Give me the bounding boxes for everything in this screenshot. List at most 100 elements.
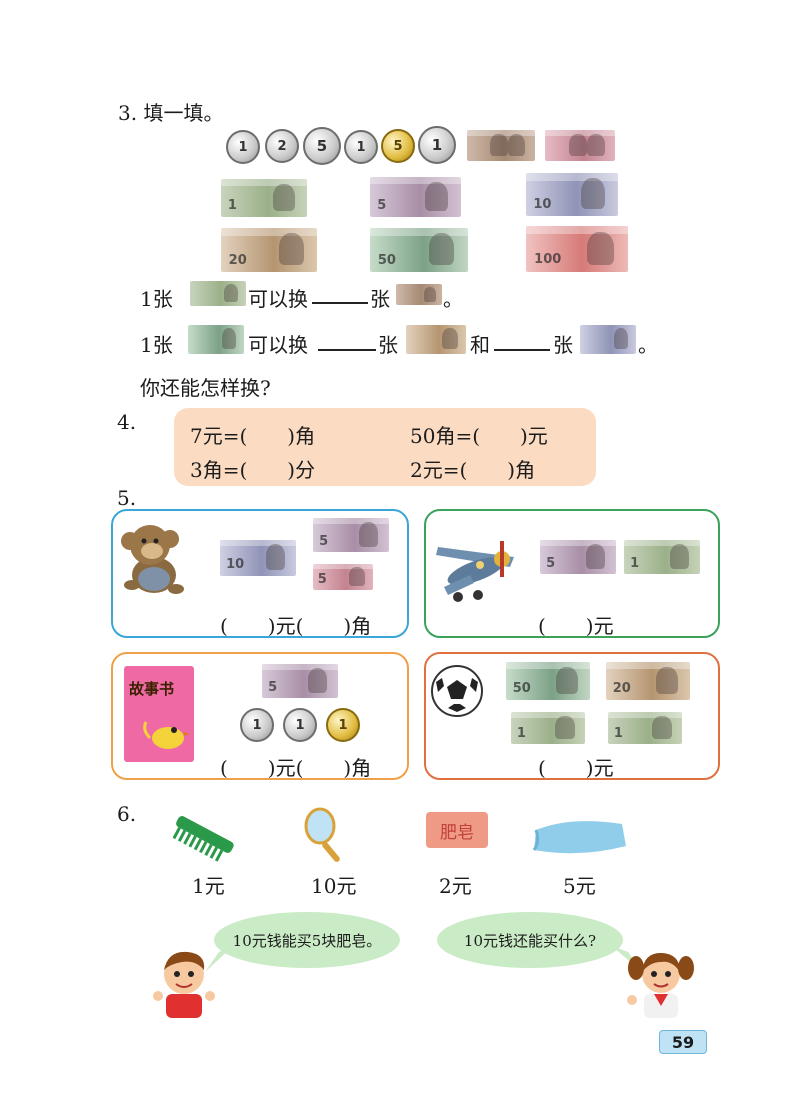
banknote-value: 50 [512,681,531,697]
banknote-icon: 5 [313,518,389,552]
book-title: 故事书 [129,680,175,698]
page-number: 59 [659,1030,707,1054]
banknote-value: 10 [226,557,245,573]
coin-icon: 1 [326,708,360,742]
soap-label: 肥皂 [440,822,474,843]
coin-value: 2 [277,138,287,154]
mirror-icon [304,807,340,862]
banknote-icon: 1 [608,712,682,744]
q3-line1-end: 。 [443,287,463,311]
price-label: 5元 [563,874,596,898]
banknote-50-yuan-small-icon [188,325,244,354]
q3-title: 3. 填一填。 [118,101,224,125]
price-label: 2元 [439,874,472,898]
speech-text: 10元钱还能买什么? [463,931,597,950]
banknote-value: 5 [377,198,387,213]
q5-box-ball [424,652,720,780]
banknote-1-yuan-icon: 1 [221,179,307,217]
banknote-value: 5 [317,572,327,588]
q3-line2-end: 。 [638,333,658,357]
coin-1jiao-new-icon: 1 [344,130,378,164]
q4-item: 2元=( )角 [410,458,536,482]
banknote-icon: 10 [220,540,296,576]
banknote-icon: 1 [511,712,585,744]
banknote-jiao-5-icon [545,130,615,161]
boy-character-icon [153,951,215,1018]
banknote-10-yuan-icon: 10 [526,173,618,216]
soccer-ball-icon [431,665,483,717]
coin-2jiao-icon: 2 [265,129,299,163]
banknote-100-yuan-icon: 100 [526,226,628,272]
banknote-icon: 50 [506,662,590,700]
banknote-5-yuan-icon: 5 [370,177,461,217]
q5-box-book [111,652,409,780]
q5-box-airplane [424,509,720,638]
airplane-toy-icon [436,541,514,602]
coin-icon: 1 [240,708,274,742]
towel-icon [532,821,626,854]
story-book-icon: 故事书 [124,666,194,762]
coin-5jiao-icon: 5 [303,127,341,165]
q5-answer: ( )元 [538,614,614,638]
soap-icon: 肥皂 [426,812,488,848]
coin-value: 1 [356,139,366,155]
q3-line2-and: 和 [470,333,490,357]
banknote-value: 5 [546,555,556,571]
monkey-toy-icon [121,525,184,594]
coin-value: 5 [393,138,403,154]
banknote-value: 1 [613,725,623,741]
q3-line1-prefix: 1张 [140,287,173,311]
banknote-value: 5 [268,679,278,695]
q3-line2-unit1: 张 [378,333,398,357]
q4-item: 7元=( )角 [190,424,316,448]
comb-icon [172,816,234,862]
coin-value: 1 [238,139,248,155]
q3-line2-text: 可以换 [248,333,308,357]
banknote-1-yuan-small-icon [190,281,246,306]
coin-icon: 1 [283,708,317,742]
q5-number: 5. [117,486,137,510]
speech-text: 10元钱能买5块肥皂。 [232,931,382,950]
banknote-50-yuan-icon: 50 [370,228,468,272]
banknote-icon: 5 [262,664,338,698]
price-label: 10元 [311,874,357,898]
q5-answer: ( )元( )角 [220,614,372,638]
answer-blank[interactable] [494,349,550,351]
q3-line2-prefix: 1张 [140,333,173,357]
speech-bubble-left: 10元钱能买5块肥皂。 [214,912,400,968]
banknote-icon: 1 [624,540,700,574]
bird-icon [143,721,190,749]
q3-line2-unit2: 张 [553,333,573,357]
banknote-icon: 20 [606,662,690,700]
banknote-value: 1 [227,198,237,214]
coin-value: 1 [252,717,262,733]
banknote-value: 20 [612,681,631,697]
banknote-20-yuan-icon: 20 [221,228,317,272]
q5-answer: ( )元( )角 [220,756,372,780]
q4-number: 4. [117,410,137,434]
coin-1jiao-icon: 1 [226,130,260,164]
speech-bubble-right: 10元钱还能买什么? [437,912,623,968]
girl-character-icon [627,952,694,1018]
banknote-value: 50 [377,252,396,268]
q4-item: 50角=( )元 [410,424,548,448]
bubble-tail [205,946,233,972]
answer-blank[interactable] [312,302,368,304]
banknote-value: 1 [516,725,526,741]
banknote-value: 20 [228,252,247,268]
banknote-10-yuan-small-icon [580,325,636,354]
coin-value: 5 [316,137,328,155]
answer-blank[interactable] [318,349,376,351]
coin-1yuan-icon: 1 [418,126,456,164]
banknote-icon: 5 [540,540,616,574]
q3-ask: 你还能怎样换? [140,376,271,400]
banknote-jiao-icon: 5 [313,564,373,590]
banknote-value: 10 [533,196,552,212]
coin-value: 1 [295,717,305,733]
coin-5jiao-gold-icon: 5 [381,129,415,163]
q6-number: 6. [117,802,137,826]
q4-panel [174,408,596,486]
q5-answer: ( )元 [538,756,614,780]
banknote-20-yuan-small-icon [406,325,466,354]
q3-line1-unit: 张 [370,287,390,311]
